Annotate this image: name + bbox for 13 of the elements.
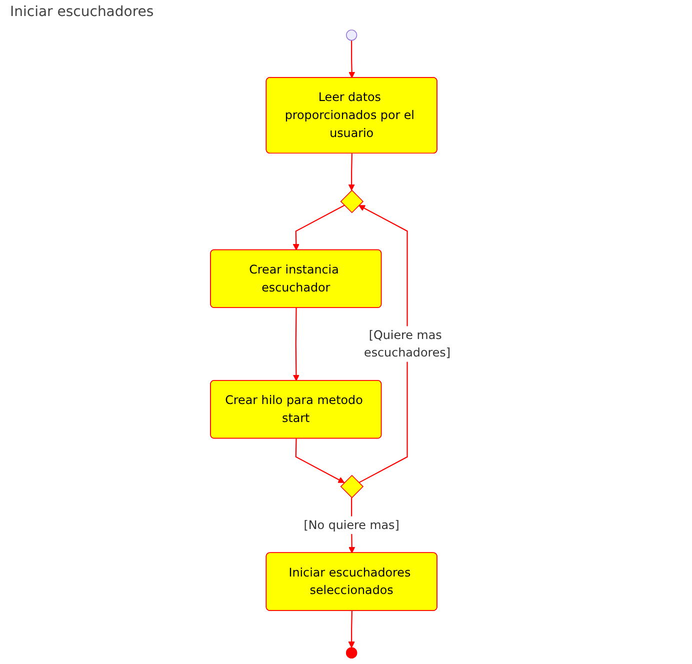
arrow xyxy=(348,610,355,648)
arrow xyxy=(295,438,345,483)
node-circle xyxy=(346,30,358,41)
edge-label: [Quiere mas escuchadores] xyxy=(364,328,450,360)
arrow xyxy=(292,204,345,250)
node-diamond xyxy=(340,474,364,498)
arrow xyxy=(292,308,300,382)
edge-label: [No quiere mas] xyxy=(304,518,400,532)
arrow xyxy=(348,40,356,78)
arrow xyxy=(348,154,355,191)
arrow xyxy=(358,205,408,484)
node-diamond xyxy=(340,190,364,214)
activity-name: Iniciar escuchadores xyxy=(10,4,154,20)
